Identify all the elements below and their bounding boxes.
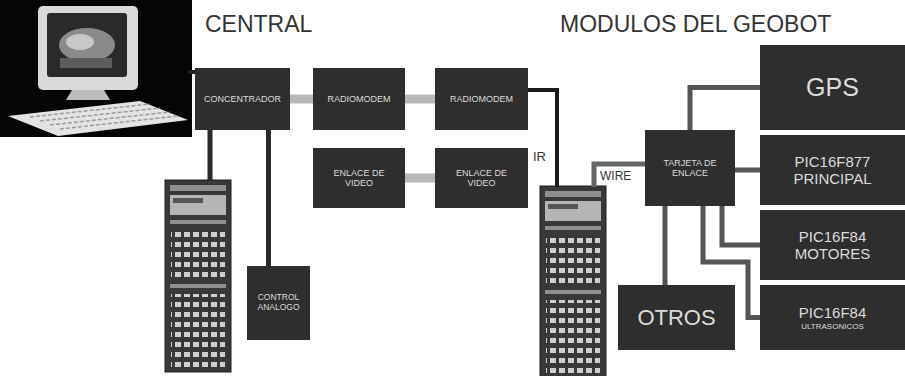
box-label: OTROS [637,305,715,330]
module-box: OTROS [618,285,735,350]
keyboard-keys [30,104,178,129]
hub-box: CONCENTRADOR [195,68,290,130]
remote-control-left [165,180,231,372]
box-label: PIC16F84 [799,304,867,321]
remote-control-right [540,186,606,376]
remote-wire [208,129,213,181]
box-label: GPS [806,73,859,102]
box-label: CONTROL ANALOGO [254,293,304,313]
box-label: ENLACE DE VIDEO [449,168,515,189]
connector [290,95,313,104]
monitor-screen [47,13,127,77]
connector [735,168,760,173]
module-box: PIC16F877PRINCIPAL [760,135,905,205]
box-label: PIC16F84 [799,228,867,245]
box-label: ENLACE DE VIDEO [326,168,392,189]
radio-wire [527,90,557,187]
connector [722,206,760,245]
signal-label: IR [533,150,546,163]
box-label: MOTORES [795,245,871,262]
link-board-box: TARJETA DE ENLACE [645,130,735,206]
connector [405,95,435,104]
connector [663,206,668,285]
monitor-casing [38,6,138,90]
connector [266,130,271,266]
video-box: ENLACE DE VIDEO [435,148,528,208]
box-label: RADIOMODEM [328,94,391,104]
section-heading: CENTRAL [205,13,312,36]
module-box: GPS [760,45,905,130]
screen-picture [60,58,112,68]
section-heading: MODULOS DEL GEOBOT [560,13,831,36]
link-wire [594,164,646,187]
radio-box: RADIOMODEM [435,68,528,130]
box-label: PIC16F877 [795,153,871,170]
keyboard [8,101,188,136]
box-label: RADIOMODEM [450,94,513,104]
control-box: CONTROL ANALOGO [247,266,310,340]
module-box: PIC16F84MOTORES [760,210,905,280]
radio-box: RADIOMODEM [313,68,405,130]
box-label: TARJETA DE ENLACE [662,158,718,179]
module-box: PIC16F84ULTRASONICOS [760,285,905,350]
connector [405,174,435,183]
box-label: PRINCIPAL [793,170,871,187]
connector [690,88,760,131]
screen-picture [59,28,115,62]
box-label: ULTRASONICOS [801,322,864,331]
monitor-stand [66,90,110,100]
computer-illustration [0,0,192,137]
computer-background [0,0,192,137]
box-label: CONCENTRADOR [204,94,281,104]
signal-label: WIRE [600,170,631,182]
screen-picture [66,34,94,50]
video-box: ENLACE DE VIDEO [313,148,405,208]
